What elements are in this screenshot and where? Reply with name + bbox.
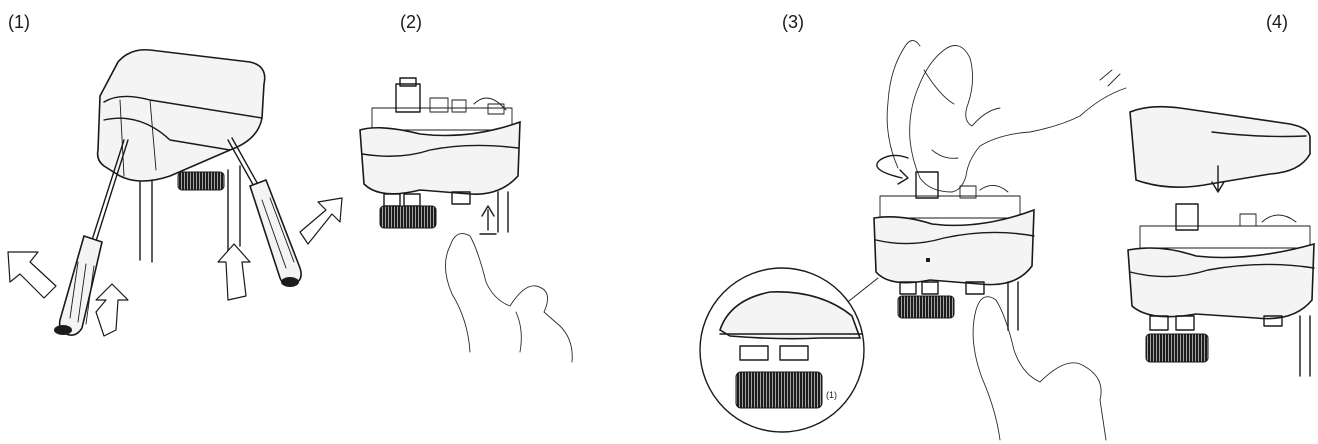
- circuit-board: [372, 78, 512, 130]
- housing-cover: [1130, 107, 1310, 188]
- callout-label: (1): [826, 390, 837, 400]
- step-3-illustration: (1): [700, 40, 1126, 440]
- knurled-nut: [380, 206, 436, 228]
- actuator-base: [874, 210, 1034, 285]
- arrow-up-right-icon: [218, 244, 250, 300]
- arrow-outward-left-icon: [8, 252, 56, 298]
- knurled-nut: [178, 172, 224, 190]
- arrow-outward-right-icon: [300, 198, 342, 244]
- knurled-nut: [898, 296, 954, 318]
- step-1-illustration: [8, 50, 342, 336]
- actuator-base: [1128, 244, 1314, 319]
- detail-callout: (1): [700, 268, 864, 432]
- step-2-illustration: [360, 78, 572, 362]
- knurled-nut: [1146, 334, 1208, 362]
- knurled-ring: [736, 372, 822, 408]
- push-up-arrow-icon: [482, 206, 494, 230]
- step-1-label: (1): [8, 12, 30, 32]
- actuator-base: [360, 122, 520, 194]
- arrow-up-left-icon: [96, 284, 128, 336]
- step-4-label: (4): [1266, 12, 1288, 32]
- hand-finger: [973, 297, 1106, 440]
- hand-turning-knob: [910, 46, 1126, 193]
- rotate-arrow-icon: [877, 155, 908, 178]
- hand-finger: [445, 234, 572, 362]
- step-4-illustration: [1128, 107, 1314, 376]
- step-3-label: (3): [782, 12, 804, 32]
- step-2-label: (2): [400, 12, 422, 32]
